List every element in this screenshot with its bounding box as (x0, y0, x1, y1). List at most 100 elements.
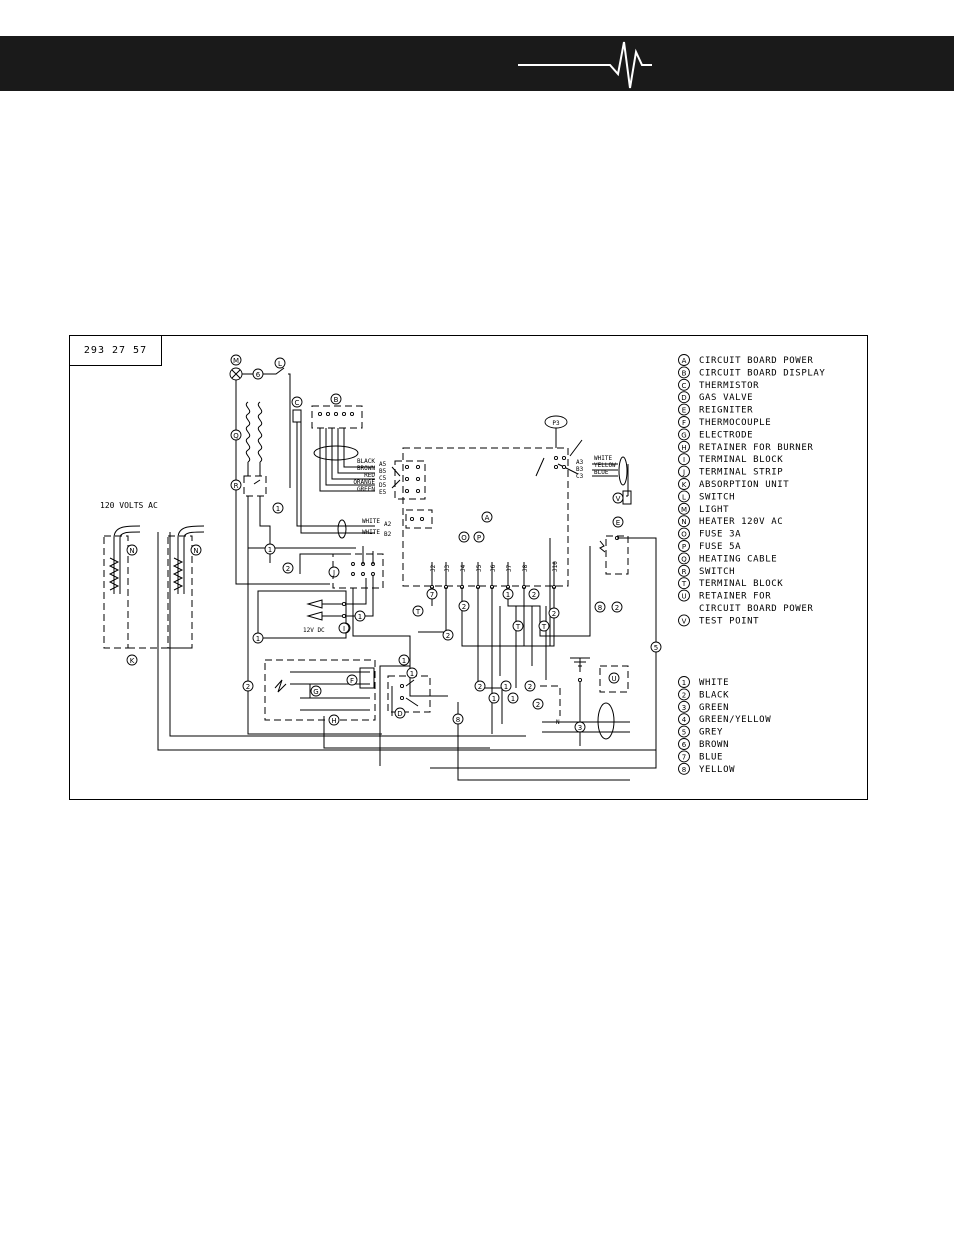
svg-text:T: T (415, 608, 421, 616)
svg-text:WHITE: WHITE (362, 529, 380, 536)
component-legend-key: I (683, 456, 685, 464)
svg-text:B5: B5 (379, 468, 387, 475)
component-legend-marker (678, 589, 690, 602)
svg-text:7: 7 (430, 591, 434, 599)
component-legend-key: L (682, 493, 686, 501)
component-legend-marker (678, 453, 690, 466)
component-legend-marker (678, 527, 690, 540)
pin-block-a5-e5 (404, 464, 421, 494)
svg-text:B3: B3 (576, 466, 584, 473)
wiring-diagram: 293 27 57 (69, 335, 868, 800)
component-legend-marker (678, 465, 690, 478)
wire-legend-marker (678, 713, 690, 726)
svg-text:C5: C5 (379, 475, 387, 482)
svg-text:YELLOW: YELLOW (594, 462, 616, 469)
svg-text:F: F (350, 677, 354, 685)
svg-text:N: N (193, 547, 198, 555)
svg-text:1: 1 (504, 683, 508, 691)
component-legend-key: H (681, 444, 686, 452)
component-legend-label: CIRCUIT BOARD POWER (699, 604, 813, 614)
wire-legend-marker (678, 725, 690, 738)
voltage-label: 120 VOLTS AC (100, 501, 158, 510)
wire-legend-label: GREEN/YELLOW (699, 715, 771, 725)
svg-text:1: 1 (410, 670, 414, 678)
component-legend-label: FUSE 5A (699, 542, 741, 552)
component-legend-label: TEST POINT (699, 616, 759, 626)
component-legend-key: C (682, 382, 687, 390)
p3-label: P3 (552, 420, 560, 427)
wire-legend-marker (678, 750, 690, 763)
top-wire-color-labels: BLACK BROWN RED ORANGE GREEN (353, 458, 375, 493)
svg-text:6: 6 (256, 371, 261, 379)
component-legend-key: P (682, 543, 686, 551)
svg-text:3: 3 (578, 724, 582, 732)
wire-legend-key: 7 (682, 753, 686, 761)
component-legend-key: D (681, 394, 686, 402)
component-legend-label: GAS VALVE (699, 393, 753, 403)
svg-text:L: L (278, 360, 282, 368)
wire-number-markers: 6 1 1 2 1 2 1 1 7 2 2 1 1 1 2 2 8 2 5 2 … (242, 368, 662, 733)
cable-bundle-top (313, 445, 359, 461)
wire-legend-key: 1 (682, 679, 686, 687)
wire-legend-marker (678, 676, 690, 688)
drawing-number: 293 27 57 (70, 336, 162, 366)
svg-text:2: 2 (478, 683, 482, 691)
svg-text:M: M (233, 357, 239, 365)
dc-label: 12V DC (303, 627, 325, 634)
svg-text:J6: J6 (490, 564, 497, 572)
svg-text:A5: A5 (379, 461, 387, 468)
svg-text:B: B (334, 396, 339, 404)
component-legend-marker (678, 378, 690, 391)
component-legend-entry: CIRCUIT BOARD POWER (699, 604, 813, 614)
wire-legend-key: 8 (682, 766, 686, 774)
component-legend-marker (678, 614, 690, 627)
wire-legend-marker (678, 762, 690, 775)
component-legend-key: A (682, 357, 687, 365)
component-legend-label: THERMOCOUPLE (699, 418, 771, 428)
svg-text:U: U (611, 675, 616, 683)
wire-legend-label: BLACK (699, 690, 729, 700)
component-markers: M L B C Q R N N K J A O P T T T E V U F … (126, 354, 624, 726)
component-legend-marker (678, 416, 690, 428)
svg-text:ORANGE: ORANGE (353, 479, 375, 486)
circuit-board-power-outline (402, 447, 569, 587)
svg-text:2: 2 (446, 632, 450, 640)
component-legend-key: K (682, 481, 687, 489)
svg-text:J3: J3 (444, 564, 451, 572)
svg-text:J8: J8 (522, 564, 529, 572)
component-legend-label: TERMINAL BLOCK (699, 579, 783, 589)
svg-text:2: 2 (615, 604, 619, 612)
component-legend-entry: D GAS VALVE (678, 391, 753, 403)
burner-retainer (264, 659, 376, 721)
svg-text:1: 1 (358, 613, 362, 621)
svg-text:1: 1 (268, 546, 272, 554)
svg-text:WHITE: WHITE (362, 518, 380, 525)
svg-text:E: E (616, 519, 620, 527)
svg-text:WHITE: WHITE (594, 455, 612, 462)
component-legend-label: HEATER 120V AC (699, 517, 783, 527)
svg-text:J7: J7 (506, 564, 513, 572)
svg-text:2: 2 (536, 701, 540, 709)
header-bar (0, 36, 954, 91)
wire-legend-label: BLUE (699, 752, 723, 762)
svg-text:2: 2 (528, 683, 532, 691)
electrode-spark-icon (274, 679, 287, 693)
svg-text:RED: RED (364, 472, 375, 479)
svg-text:A: A (485, 514, 490, 522)
component-legend-marker (678, 440, 690, 453)
display-connector (311, 405, 363, 429)
component-legend-key: M (681, 506, 687, 514)
